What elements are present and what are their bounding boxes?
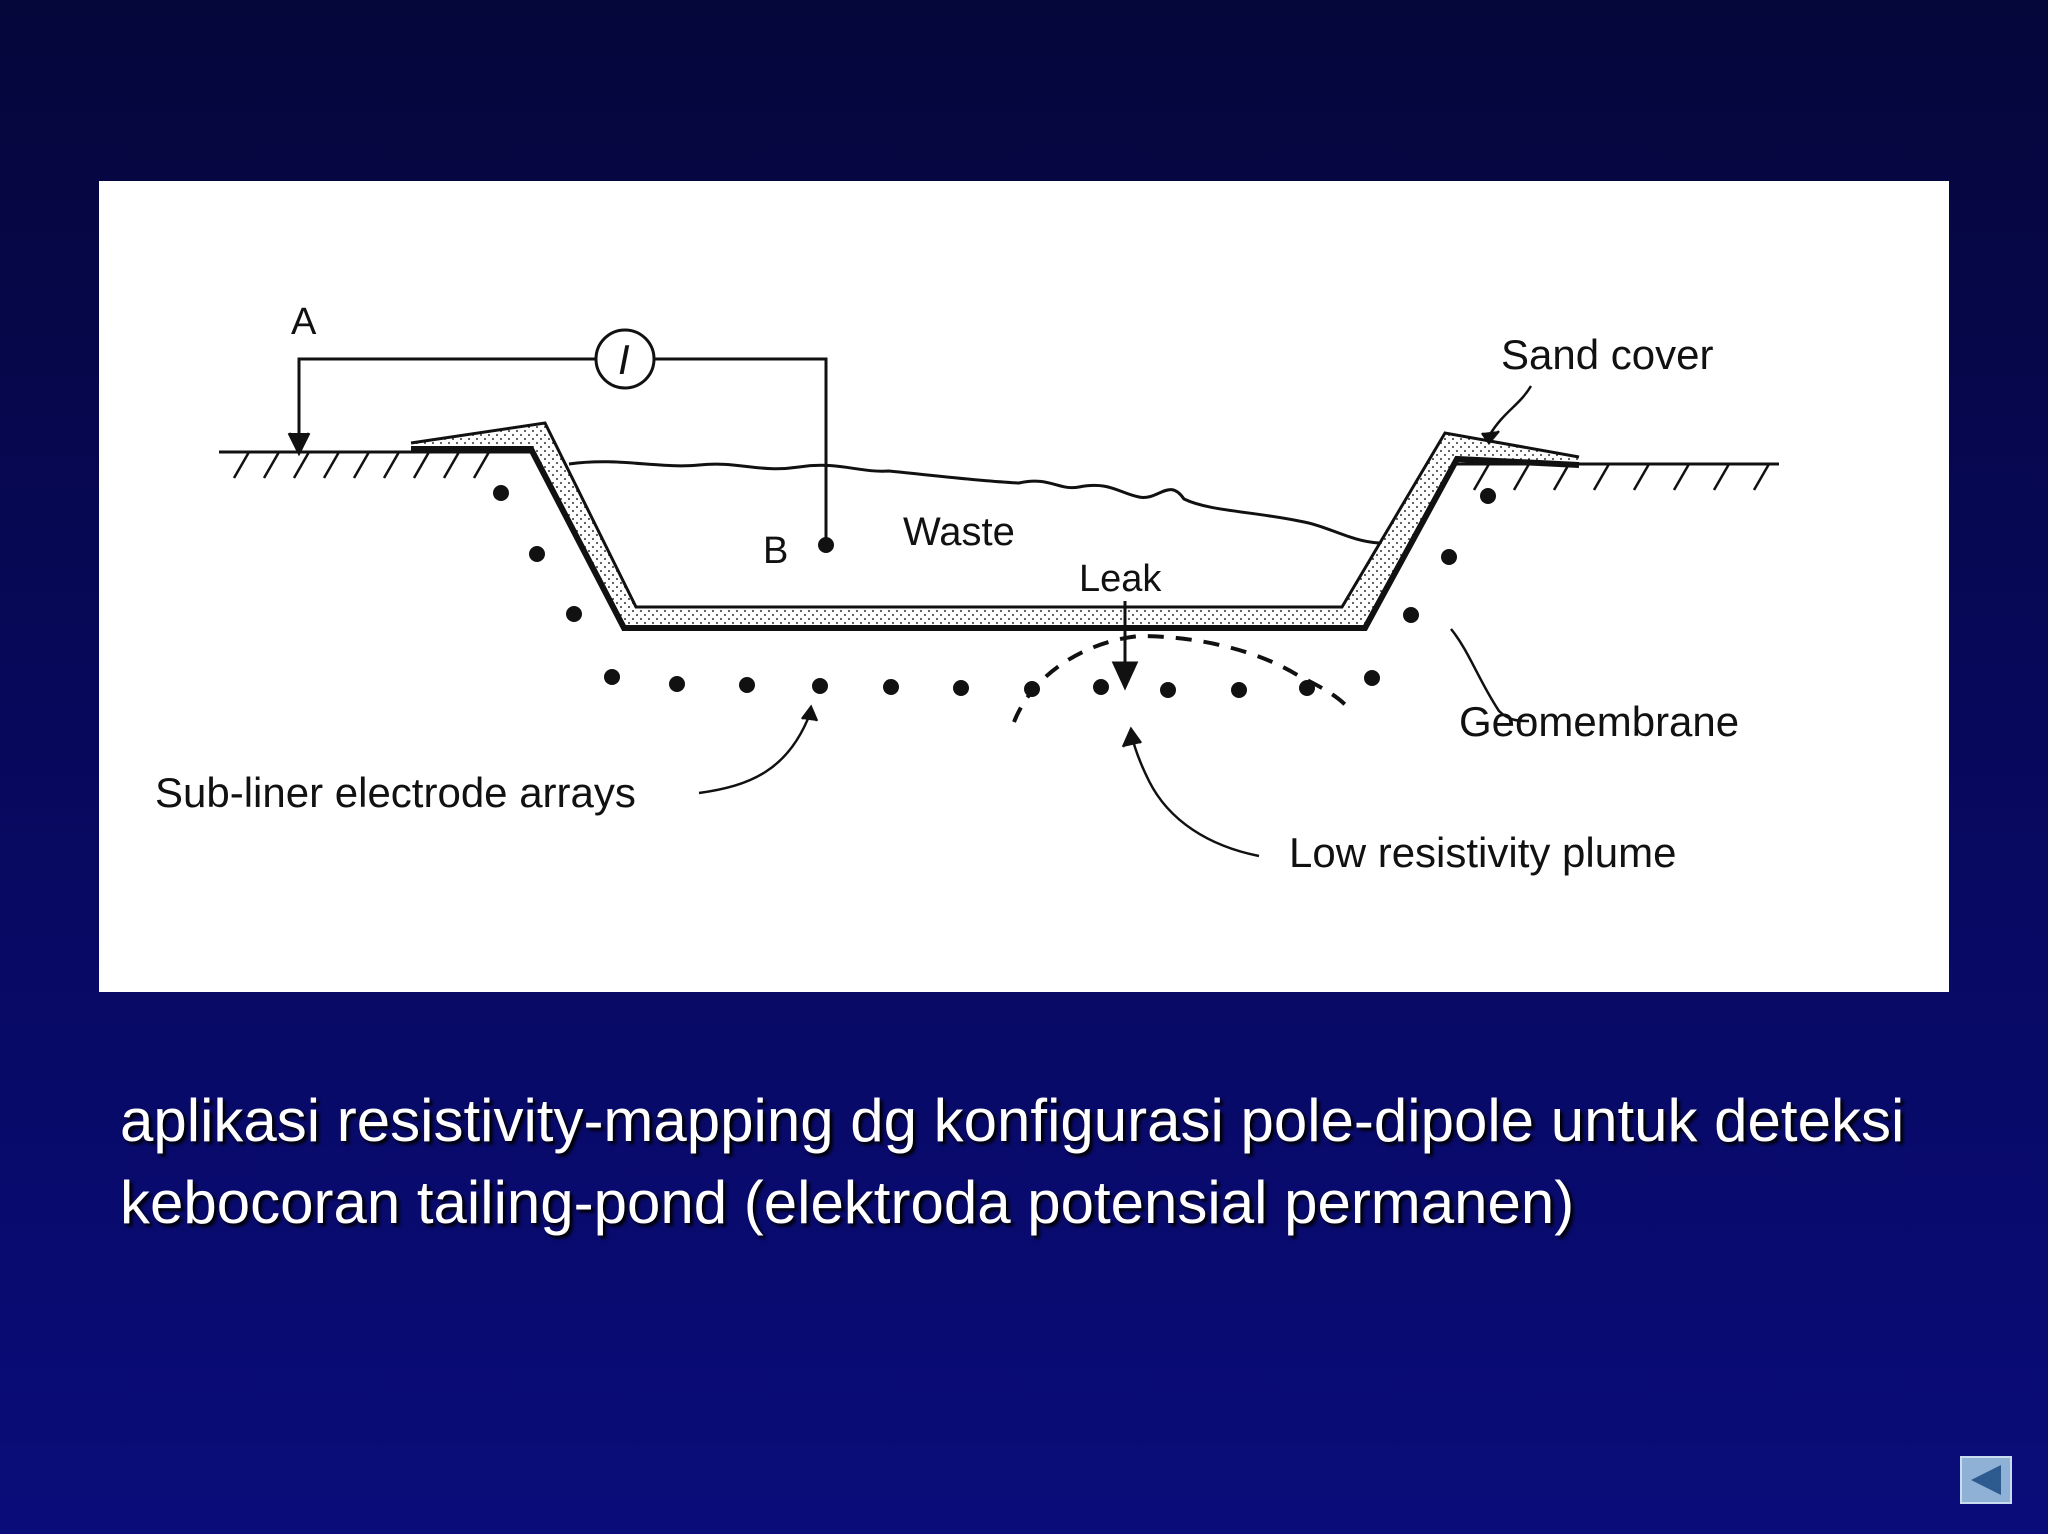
current-meter-icon bbox=[594, 328, 656, 390]
slide-caption: aplikasi resistivity-mapping dg konfigur… bbox=[120, 1087, 1905, 1236]
leak-arrow-icon bbox=[1111, 601, 1139, 691]
sub-liner-label: Sub-liner electrode arrays bbox=[155, 769, 636, 816]
current-circuit bbox=[287, 357, 828, 545]
pond-liner bbox=[410, 421, 1580, 631]
electrode-b-dot bbox=[818, 537, 834, 553]
geomembrane-line bbox=[411, 446, 1580, 631]
triangle-left-icon bbox=[1971, 1465, 2001, 1495]
electrode-b-label: B bbox=[763, 530, 788, 572]
waste-surface bbox=[568, 460, 1380, 545]
figure-panel: I A B Waste Leak bbox=[99, 181, 1949, 992]
leak-label: Leak bbox=[1079, 558, 1162, 600]
back-button[interactable] bbox=[1960, 1456, 2012, 1504]
current-meter-label: I bbox=[618, 336, 630, 383]
plume-boundary bbox=[1012, 633, 1353, 723]
geomembrane-label: Geomembrane bbox=[1459, 698, 1739, 745]
sub-liner-electrodes bbox=[493, 485, 1496, 698]
plume-label: Low resistivity plume bbox=[1289, 829, 1676, 876]
sand-cover-label: Sand cover bbox=[1501, 331, 1713, 378]
waste-label: Waste bbox=[903, 510, 1015, 554]
callout-lines bbox=[698, 385, 1533, 858]
tailing-pond-diagram: I A B Waste Leak bbox=[155, 301, 1779, 876]
electrode-a-label: A bbox=[291, 301, 317, 343]
